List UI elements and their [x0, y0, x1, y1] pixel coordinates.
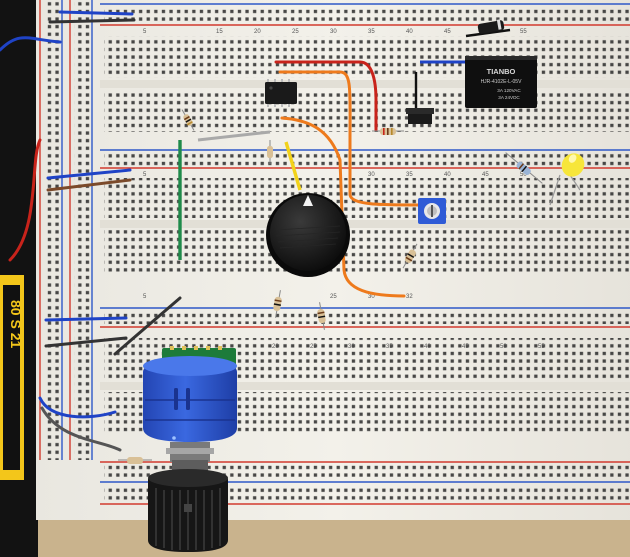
diode-lead — [465, 28, 511, 38]
grey-jumper-wire — [197, 130, 271, 142]
transistor — [406, 108, 434, 124]
ic-chip — [265, 79, 297, 107]
row-number: 55 — [520, 29, 527, 35]
row-number: 55 — [538, 344, 545, 350]
resistor — [273, 290, 282, 318]
precision-potentiometer — [143, 346, 237, 476]
row-number: 45 — [462, 344, 469, 350]
center-channel-2 — [100, 220, 630, 228]
center-channel-3 — [100, 382, 630, 390]
resistor — [372, 128, 404, 135]
row-number: 35 — [406, 172, 413, 178]
yellow-jumper-wire — [284, 141, 302, 191]
row-number: 45 — [444, 29, 451, 35]
row-numbers-middle: 5 30 35 40 45 50 — [143, 172, 527, 178]
relay-brand: TIANBO — [487, 67, 516, 76]
row-number: 15 — [216, 29, 223, 35]
resistor — [505, 152, 543, 184]
resistors — [118, 109, 543, 464]
row-number: 5 — [143, 29, 147, 35]
wood-table-edge — [0, 520, 630, 557]
lower-middle-rails — [100, 307, 630, 328]
resistor — [267, 140, 273, 164]
diode — [477, 19, 505, 34]
row-number: 5 — [143, 172, 147, 178]
row-number: 20 — [254, 29, 261, 35]
row-number: 35 — [386, 344, 393, 350]
row-number: 35 — [368, 29, 375, 35]
terminal-strip-2a — [104, 178, 630, 218]
relay: TIANBO HJR-4102E-L-05V 3A 120VAC 3A 24VD… — [465, 56, 537, 108]
upper-middle-rails — [100, 149, 630, 169]
row-number: 50 — [500, 344, 507, 350]
left-wires — [0, 10, 182, 452]
center-channel-1 — [100, 80, 630, 88]
resistor — [317, 302, 326, 330]
row-number: 32 — [406, 294, 413, 300]
row-number: 40 — [406, 29, 413, 35]
resistor — [402, 243, 418, 269]
knurled-knob — [148, 469, 228, 552]
relay-rating-dc: 3A 24VDC — [498, 95, 520, 100]
row-number: 40 — [444, 172, 451, 178]
yellow-side-label: 80 S 21 — [0, 275, 24, 480]
orange-red-wires — [274, 60, 422, 298]
relay-model: HJR-4102E-L-05V — [481, 79, 523, 85]
row-number: 45 — [482, 172, 489, 178]
row-numbers-lower: 5 25 30 32 — [143, 294, 413, 300]
yellow-led — [549, 153, 585, 206]
trim-potentiometer — [418, 198, 446, 224]
row-number: 5 — [143, 294, 147, 300]
terminal-strip-1b — [104, 90, 630, 132]
terminal-strip-2b — [104, 230, 630, 274]
row-number: 25 — [310, 344, 317, 350]
side-label-text: 80 S 21 — [8, 300, 24, 348]
relay-rating-ac: 3A 120VAC — [497, 88, 521, 93]
row-number: 30 — [368, 172, 375, 178]
resistor — [118, 457, 152, 464]
row-number: 20 — [272, 344, 279, 350]
terminal-strip-1a — [104, 36, 630, 78]
row-number: 30 — [348, 344, 355, 350]
resistor — [181, 109, 195, 131]
row-number: 40 — [424, 344, 431, 350]
row-number: 30 — [330, 29, 337, 35]
row-number: 25 — [292, 29, 299, 35]
row-number: 30 — [368, 294, 375, 300]
row-number: 25 — [330, 294, 337, 300]
row-numbers-bottom: 20 25 30 35 40 45 50 55 — [272, 344, 545, 350]
top-power-rails — [100, 3, 630, 26]
row-number: 50 — [520, 172, 527, 178]
rotary-knob — [266, 193, 350, 277]
arrow-up-icon — [303, 195, 313, 206]
